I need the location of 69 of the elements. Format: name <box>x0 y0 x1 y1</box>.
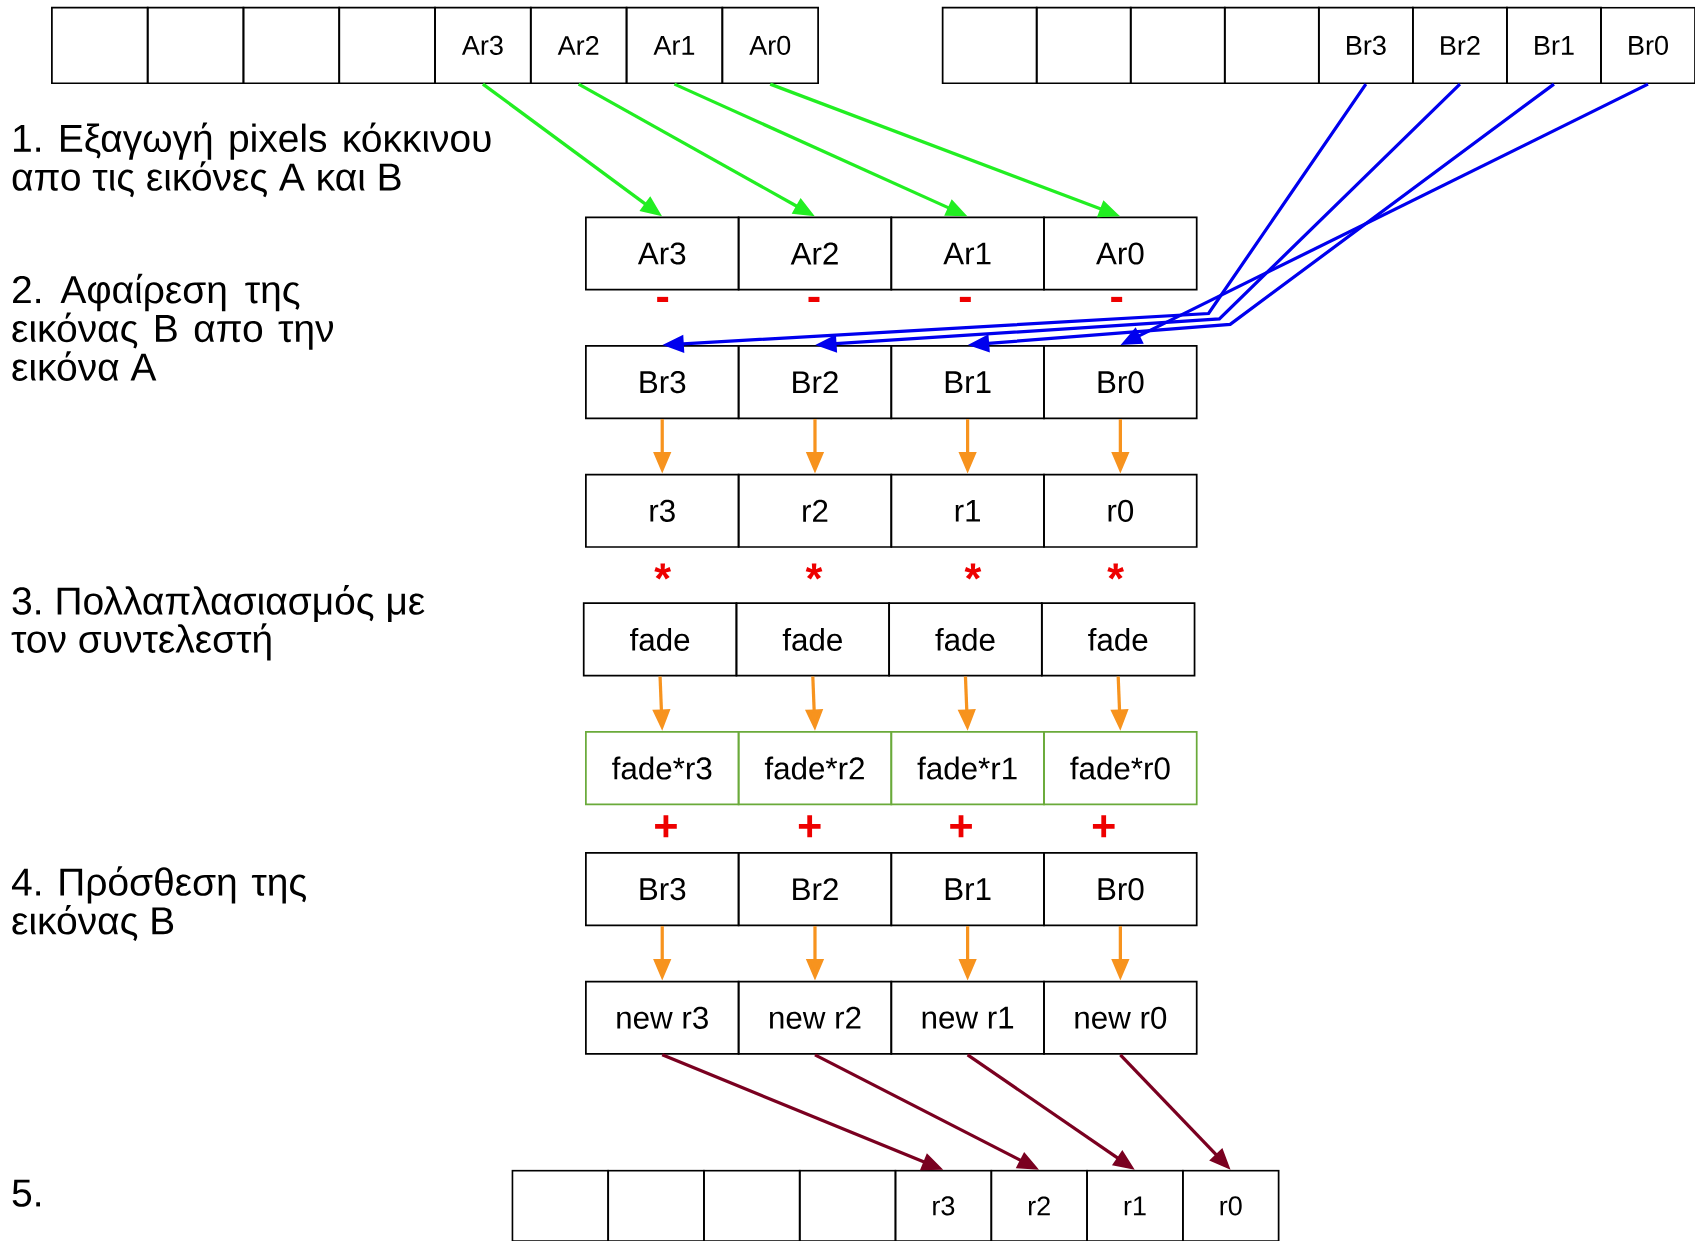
cell: Br2 <box>1412 6 1508 85</box>
operator-sign: - <box>1111 296 1123 302</box>
cell: fade <box>582 602 738 677</box>
cell: new r3 <box>585 980 740 1055</box>
operator-sign: - <box>657 296 669 302</box>
cell: r1 <box>1086 1169 1184 1241</box>
cell: Br1 <box>890 345 1045 420</box>
cell: fade*r1 <box>890 731 1045 806</box>
cell: fade <box>1041 602 1196 677</box>
operator-sign: + <box>655 815 677 838</box>
operator-sign: + <box>798 815 821 838</box>
cell: Ar1 <box>890 216 1045 291</box>
operator-sign: * <box>964 563 982 580</box>
cell: Ar0 <box>721 6 819 85</box>
empty-cell <box>51 6 149 85</box>
cell: Br3 <box>585 852 740 927</box>
cell: fade <box>888 602 1043 677</box>
cell: r2 <box>737 473 893 548</box>
step-text: 5. <box>12 1179 40 1207</box>
cell: fade <box>735 602 891 677</box>
cell: Br3 <box>585 345 740 420</box>
cell: Ar2 <box>529 6 628 85</box>
cell: new r1 <box>890 980 1045 1055</box>
empty-cell <box>703 1169 801 1241</box>
cell: Ar3 <box>585 216 740 291</box>
empty-cell <box>1223 6 1320 85</box>
operator-sign: * <box>1107 563 1124 580</box>
cell: Br1 <box>890 852 1045 927</box>
operator-sign: * <box>654 563 672 580</box>
cell: fade*r3 <box>585 731 740 806</box>
empty-cell <box>338 6 436 85</box>
cell: new r0 <box>1043 980 1198 1055</box>
cell: r1 <box>890 473 1045 548</box>
cell: Ar1 <box>625 6 724 85</box>
cell: Br0 <box>1043 852 1198 927</box>
cell: Br1 <box>1506 6 1602 85</box>
step-text: 3. Πολλαπλασιασμός με τον συντελεστή <box>11 585 425 661</box>
cell: fade*r0 <box>1043 731 1198 806</box>
operator-sign: * <box>805 563 823 580</box>
step-text: 2. Αφαίρεση της εικόνας B απο την εικόνα A <box>12 273 334 381</box>
cell: Br0 <box>1600 6 1695 85</box>
empty-cell <box>607 1169 705 1241</box>
empty-cell <box>511 1169 610 1241</box>
operator-sign: - <box>808 296 820 302</box>
cell: Br3 <box>1317 6 1414 85</box>
cell: r3 <box>894 1169 993 1241</box>
cell: Br2 <box>737 345 893 420</box>
step-text: 1. Εξαγωγή pixels κόκκινου απο τις εικόνες A και B <box>12 122 491 198</box>
cell: r0 <box>1181 1169 1280 1241</box>
empty-cell <box>1035 6 1132 85</box>
cell: r3 <box>585 473 740 548</box>
step-text: 4. Πρόσθεση της εικόνας B <box>12 866 306 941</box>
cell: new r2 <box>737 980 893 1055</box>
cell: Ar2 <box>737 216 893 291</box>
empty-cell <box>1129 6 1226 85</box>
cell: r0 <box>1043 473 1198 548</box>
empty-cell <box>242 6 341 85</box>
cell: r2 <box>990 1169 1088 1241</box>
cell: Ar0 <box>1043 216 1198 291</box>
operator-sign: - <box>959 296 971 302</box>
operator-sign: + <box>950 815 972 838</box>
empty-cell <box>146 6 245 85</box>
empty-cell <box>798 1169 897 1241</box>
cell: Br2 <box>737 852 893 927</box>
cell: fade*r2 <box>737 731 893 806</box>
cell: Br0 <box>1043 345 1198 420</box>
operator-sign: + <box>1092 815 1115 838</box>
cell: Ar3 <box>434 6 532 85</box>
empty-cell <box>941 6 1038 85</box>
